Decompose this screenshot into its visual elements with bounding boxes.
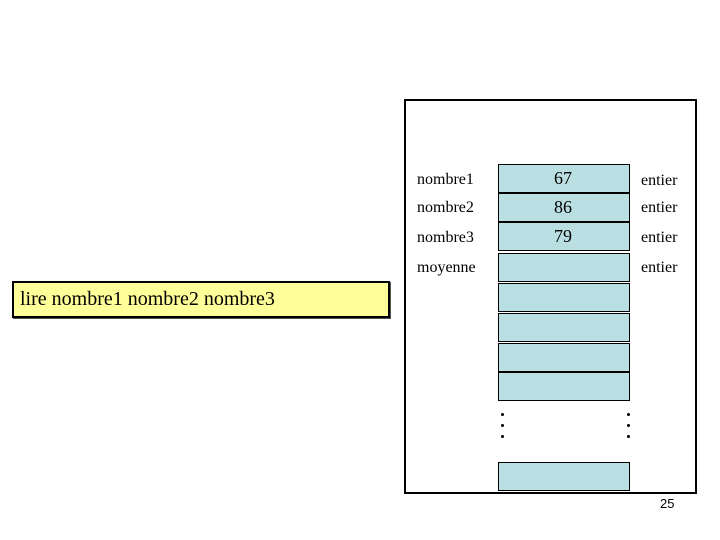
instruction-box: lire nombre1 nombre2 nombre3	[12, 281, 390, 318]
memory-cell-empty	[498, 283, 630, 312]
variable-name: nombre3	[417, 229, 474, 246]
cell-value: 67	[554, 168, 572, 188]
memory-cell: 79	[498, 222, 630, 251]
page-number: 25	[660, 496, 675, 511]
variable-type: entier	[641, 172, 678, 189]
variable-type: entier	[641, 229, 678, 246]
memory-cell-last	[498, 462, 630, 491]
memory-cell-empty	[498, 313, 630, 342]
memory-cell	[498, 253, 630, 282]
continuation-dots-left	[501, 413, 505, 438]
cell-value: 86	[554, 197, 572, 217]
variable-type: entier	[641, 259, 678, 276]
memory-cell: 67	[498, 164, 630, 193]
cell-value: 79	[554, 226, 572, 246]
variable-name: moyenne	[417, 259, 476, 276]
memory-cell-empty	[498, 343, 630, 372]
continuation-dots-right	[627, 413, 631, 438]
variable-name: nombre2	[417, 199, 474, 216]
memory-cell: 86	[498, 193, 630, 222]
variable-type: entier	[641, 199, 678, 216]
variable-name: nombre1	[417, 171, 474, 188]
memory-cell-empty	[498, 372, 630, 401]
